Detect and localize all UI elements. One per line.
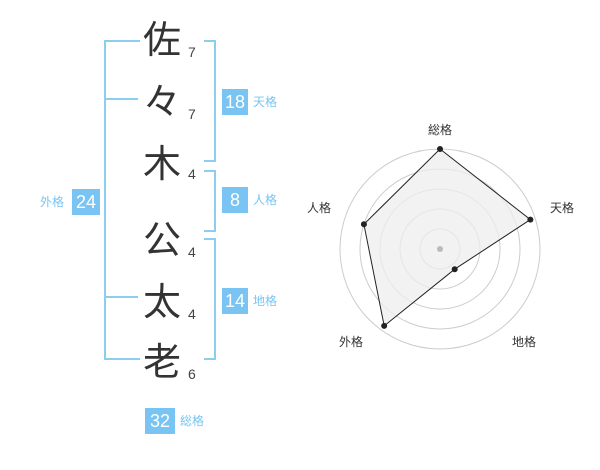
radar-center-dot (437, 246, 443, 252)
stroke-count-4: 4 (188, 244, 196, 260)
tenkaku-badge: 18 (222, 89, 248, 115)
radar-polygon (363, 148, 532, 327)
jinkaku-bracket (204, 170, 216, 232)
chikaku-bracket (204, 238, 216, 360)
gaikaku-label: 外格 (40, 195, 65, 209)
stroke-count-6: 6 (188, 366, 196, 382)
tenkaku-label: 天格 (253, 95, 278, 109)
radar-point-5 (360, 221, 367, 228)
radar-point-2 (527, 216, 534, 223)
radar-label-soukaku: 総格 (428, 123, 453, 137)
name-char-4: 公 (142, 218, 181, 262)
bracket-tick-1 (104, 98, 138, 100)
name-char-5: 太 (142, 280, 181, 324)
radar-label-gaikaku: 外格 (339, 335, 364, 349)
tenkaku-bracket (204, 40, 216, 162)
stroke-count-2: 7 (188, 106, 196, 122)
soukaku-badge: 32 (145, 408, 175, 434)
stroke-count-1: 7 (188, 44, 196, 60)
stroke-count-5: 4 (188, 306, 196, 322)
jinkaku-label: 人格 (253, 193, 278, 207)
gaikaku-bracket (104, 40, 140, 360)
radar-point-3 (451, 266, 458, 273)
chikaku-label: 地格 (253, 294, 278, 308)
name-char-2: 々 (142, 80, 181, 124)
stroke-count-3: 4 (188, 166, 196, 182)
radar-label-chikaku: 地格 (512, 335, 537, 349)
chikaku-badge: 14 (222, 288, 248, 314)
radar-label-jinkaku: 人格 (307, 201, 332, 215)
gaikaku-badge: 24 (72, 189, 100, 215)
name-char-3: 木 (142, 142, 181, 186)
name-char-1: 佐 (142, 18, 181, 62)
jinkaku-badge: 8 (222, 187, 248, 213)
bracket-tick-2 (104, 296, 138, 298)
radar-point-4 (381, 322, 388, 329)
radar-label-tenkaku: 天格 (550, 201, 575, 215)
radar-point-1 (437, 146, 443, 152)
name-char-6: 老 (142, 340, 181, 384)
soukaku-label: 総格 (180, 414, 205, 428)
